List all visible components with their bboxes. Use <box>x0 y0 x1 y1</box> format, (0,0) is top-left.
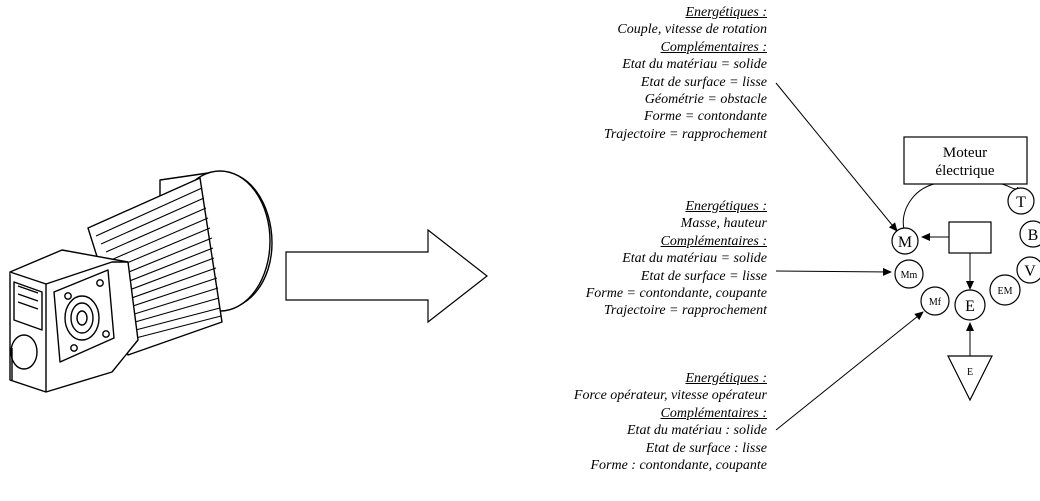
node-M-label: M <box>898 234 912 251</box>
node-T-label: T <box>1016 194 1026 211</box>
hazard-block-1: Energétiques : Couple, vitesse de rotati… <box>604 4 767 143</box>
energetic-line: Couple, vitesse de rotation <box>617 22 767 38</box>
node-B-label: B <box>1028 227 1039 244</box>
node-Mm-label: Mm <box>901 270 918 281</box>
node-EM <box>989 274 1021 306</box>
node-T <box>1007 187 1035 215</box>
hazard-block-3: Energétiques : Force opérateur, vitesse … <box>574 370 767 474</box>
target-triangle <box>947 355 993 402</box>
complementary-line: Etat de surface : lisse <box>645 440 767 456</box>
gear-motor-illustration <box>9 170 273 393</box>
node-V-label: V <box>1024 263 1036 280</box>
complementary-line: Etat du matériau = solide <box>622 57 767 73</box>
arrow-block1-to-M <box>775 82 898 232</box>
complementary-line: Géométrie = obstacle <box>644 92 767 108</box>
target-label: E <box>967 367 973 378</box>
complementary-line: Etat de surface = lisse <box>640 268 767 284</box>
transformation-arrow <box>285 228 488 324</box>
motor-source-label-1: Moteur <box>943 145 987 161</box>
source-to-M-arc <box>902 183 935 230</box>
complementary-line: Forme = contondante, coupante <box>585 286 767 302</box>
source-to-T-arc <box>1001 183 1019 190</box>
node-B <box>1019 220 1040 248</box>
complementary-heading: Complémentaires : <box>660 233 767 249</box>
motor-source-box <box>903 136 1028 185</box>
complementary-line: Etat du matériau = solide <box>622 251 767 267</box>
node-Mf-label: Mf <box>929 297 942 308</box>
arrow-block3-to-Mf <box>775 311 924 431</box>
node-E <box>954 289 986 321</box>
complementary-line: Forme : contondante, coupante <box>590 458 767 474</box>
node-V <box>1016 256 1040 284</box>
energetic-heading: Energétiques : <box>685 371 767 386</box>
complementary-heading: Complémentaires : <box>660 405 767 421</box>
energetic-heading: Energétiques : <box>685 199 767 214</box>
complementary-line: Etat du matériau : solide <box>627 423 767 439</box>
model-nodes <box>891 187 1040 321</box>
arrow-block2-to-Mm <box>775 267 892 276</box>
complementary-line: Etat de surface = lisse <box>640 74 767 90</box>
control-box <box>948 221 992 254</box>
hazard-block-2: Energétiques : Masse, hauteur Complément… <box>586 198 767 320</box>
energetic-heading: Energétiques : <box>685 5 767 20</box>
cooling-fins <box>95 187 222 341</box>
node-E-label: E <box>965 298 975 315</box>
node-M <box>891 227 919 255</box>
complementary-line: Trajectoire = rapprochement <box>603 303 767 319</box>
complementary-line: Forme = contondante <box>644 109 767 125</box>
node-Mm <box>894 259 924 289</box>
node-EM-label: EM <box>998 286 1013 297</box>
motor-source-label-2: électrique <box>935 163 994 179</box>
node-Mf <box>920 286 950 316</box>
complementary-heading: Complémentaires : <box>660 39 767 55</box>
energetic-line: Force opérateur, vitesse opérateur <box>573 388 767 404</box>
complementary-line: Trajectoire = rapprochement <box>603 126 767 142</box>
energetic-line: Masse, hauteur <box>680 216 767 232</box>
